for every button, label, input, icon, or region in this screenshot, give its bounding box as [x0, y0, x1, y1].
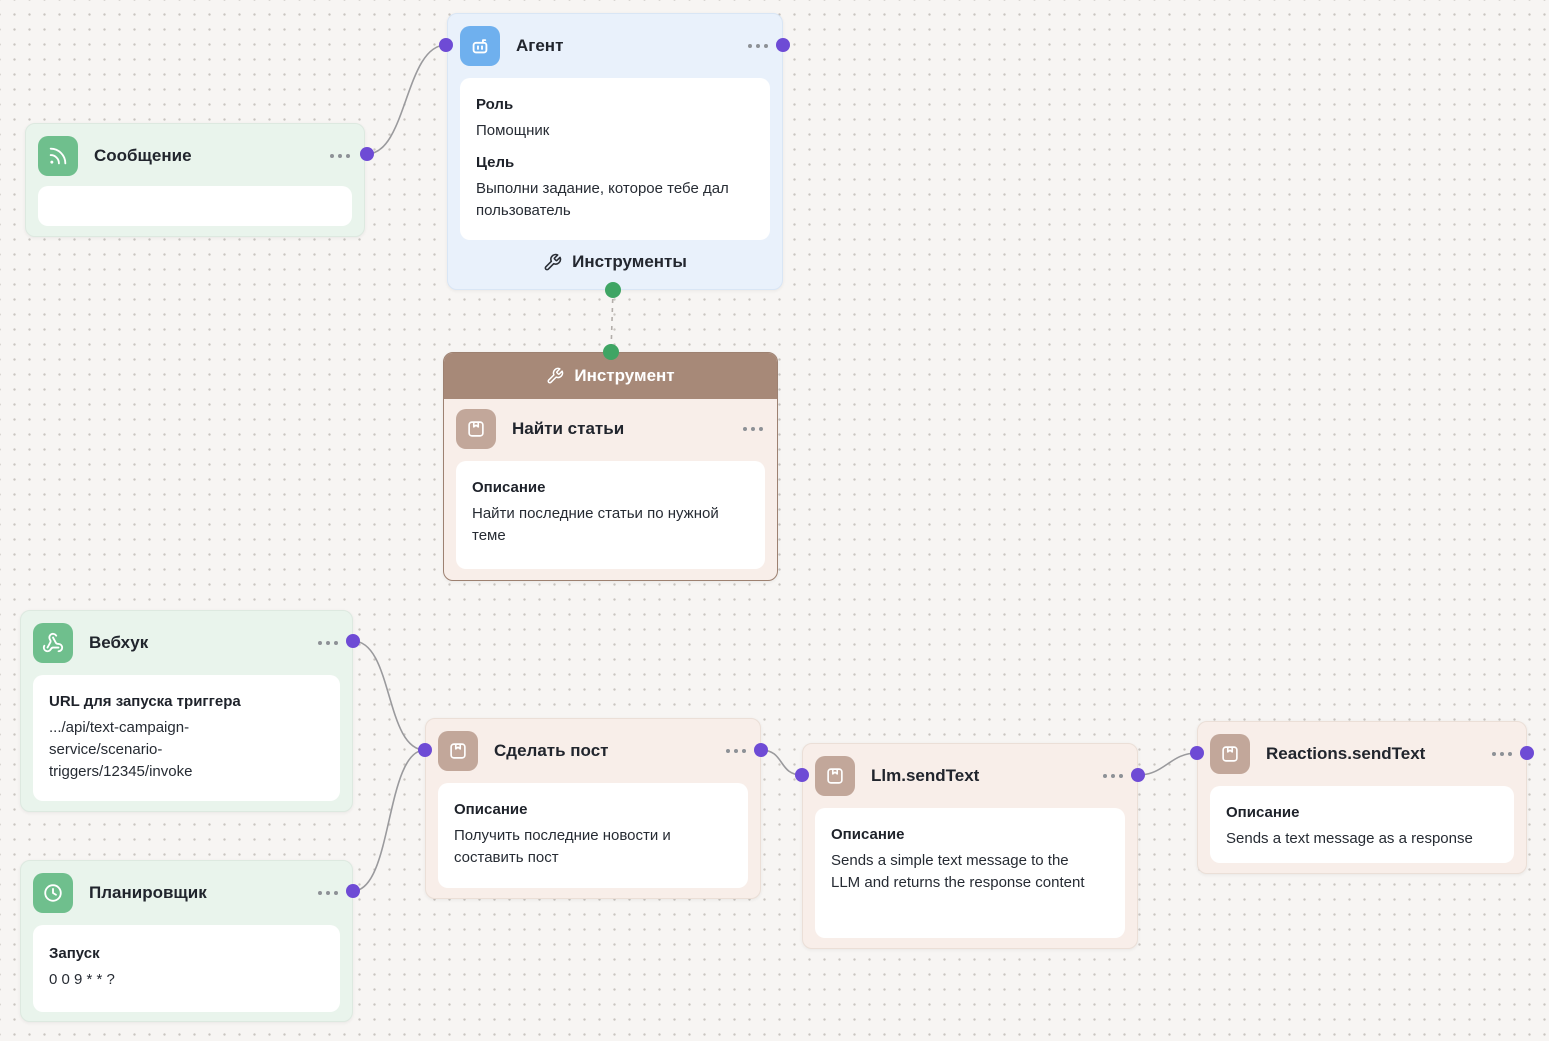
handle-make-post-in[interactable]: [418, 743, 432, 757]
handle-agent-tools-out[interactable]: [605, 282, 621, 298]
handle-llm-in[interactable]: [795, 768, 809, 782]
make-post-desc-value: Получить последние новости и составить п…: [454, 827, 671, 866]
wrench-icon: [546, 367, 564, 385]
reactions-desc-label: Описание: [1226, 804, 1300, 821]
ellipsis-icon[interactable]: [1101, 768, 1125, 784]
bookmark-box-icon: [438, 731, 478, 771]
node-llm-send-text[interactable]: Llm.sendText Описание Sends a simple tex…: [802, 743, 1138, 949]
handle-message-out[interactable]: [360, 147, 374, 161]
handle-llm-out[interactable]: [1131, 768, 1145, 782]
reactions-card: Описание Sends a text message as a respo…: [1210, 786, 1514, 863]
node-make-post[interactable]: Сделать пост Описание Получить последние…: [425, 718, 761, 899]
ellipsis-icon[interactable]: [746, 38, 770, 54]
node-reactions-header: Reactions.sendText: [1210, 734, 1514, 774]
llm-card: Описание Sends a simple text message to …: [815, 808, 1125, 938]
node-scheduler-header: Планировщик: [33, 873, 340, 913]
node-webhook[interactable]: Вебхук URL для запуска триггера .../api/…: [20, 610, 353, 812]
ellipsis-icon[interactable]: [741, 421, 765, 437]
tool-group-title: Инструмент: [574, 366, 675, 385]
tool-item-title: Найти статьи: [512, 419, 625, 438]
webhook-icon: [33, 623, 73, 663]
node-message[interactable]: Сообщение: [25, 123, 365, 237]
rss-icon: [38, 136, 78, 176]
handle-reactions-in[interactable]: [1190, 746, 1204, 760]
tool-group-body: Найти статьи Описание Найти последние ст…: [444, 399, 777, 580]
agent-goal: Цель Выполни задание, которое тебе дал п…: [476, 152, 754, 222]
node-reactions-title: Reactions.sendText: [1266, 744, 1426, 763]
ellipsis-icon[interactable]: [316, 635, 340, 651]
node-scheduler[interactable]: Планировщик Запуск 0 0 9 * * ?: [20, 860, 353, 1022]
llm-desc-value: Sends a simple text message to the LLM a…: [831, 852, 1085, 891]
tool-desc-label: Описание: [472, 479, 546, 496]
node-llm-title: Llm.sendText: [871, 766, 980, 785]
node-reactions-send-text[interactable]: Reactions.sendText Описание Sends a text…: [1197, 721, 1527, 874]
handle-tool-group-in[interactable]: [603, 344, 619, 360]
scheduler-run-value: 0 0 9 * * ?: [49, 971, 115, 988]
agent-goal-value: Выполни задание, которое тебе дал пользо…: [476, 180, 729, 219]
edge-message-agent: [366, 44, 447, 155]
robot-icon: [460, 26, 500, 66]
agent-tools-label: Инструменты: [572, 252, 687, 271]
tool-group-header: Инструмент: [444, 353, 777, 399]
node-webhook-header: Вебхук: [33, 623, 340, 663]
scheduler-run-label: Запуск: [49, 945, 100, 962]
node-llm-header: Llm.sendText: [815, 756, 1125, 796]
bookmark-box-icon: [1210, 734, 1250, 774]
node-webhook-title: Вебхук: [89, 633, 149, 652]
handle-scheduler-out[interactable]: [346, 884, 360, 898]
scheduler-card: Запуск 0 0 9 * * ?: [33, 925, 340, 1012]
make-post-desc-label: Описание: [454, 801, 528, 818]
bookmark-box-icon: [456, 409, 496, 449]
node-message-header: Сообщение: [38, 136, 352, 176]
tool-desc-value: Найти последние статьи по нужной теме: [472, 505, 719, 544]
handle-reactions-out[interactable]: [1520, 746, 1534, 760]
edge-agent-tool: [610, 289, 614, 353]
edge-scheduler-makepost: [352, 749, 426, 892]
ellipsis-icon[interactable]: [328, 148, 352, 164]
ellipsis-icon[interactable]: [316, 885, 340, 901]
node-make-post-header: Сделать пост: [438, 731, 748, 771]
ellipsis-icon[interactable]: [724, 743, 748, 759]
agent-role-value: Помощник: [476, 122, 550, 139]
node-agent-header: Агент: [460, 26, 770, 66]
node-agent[interactable]: Агент Роль Помощник Цель Выполни задание…: [447, 13, 783, 290]
ellipsis-icon[interactable]: [1490, 746, 1514, 762]
agent-role: Роль Помощник: [476, 94, 754, 142]
bookmark-box-icon: [815, 756, 855, 796]
webhook-card: URL для запуска триггера .../api/text-ca…: [33, 675, 340, 801]
tool-item-card: Описание Найти последние статьи по нужно…: [456, 461, 765, 569]
handle-make-post-out[interactable]: [754, 743, 768, 757]
wrench-icon: [543, 253, 562, 272]
node-message-title: Сообщение: [94, 146, 192, 165]
message-input[interactable]: [38, 186, 352, 226]
handle-agent-in[interactable]: [439, 38, 453, 52]
handle-webhook-out[interactable]: [346, 634, 360, 648]
make-post-card: Описание Получить последние новости и со…: [438, 783, 748, 888]
tool-item-header: Найти статьи: [456, 409, 765, 449]
agent-role-label: Роль: [476, 96, 514, 113]
agent-tools-section[interactable]: Инструменты: [460, 252, 770, 272]
handle-agent-out[interactable]: [776, 38, 790, 52]
node-make-post-title: Сделать пост: [494, 741, 609, 760]
edge-llm-reactions: [1137, 752, 1198, 776]
webhook-url-label: URL для запуска триггера: [49, 693, 241, 710]
reactions-desc-value: Sends a text message as a response: [1226, 830, 1473, 847]
webhook-url-value: .../api/text-campaign-service/scenario-t…: [49, 719, 193, 780]
agent-card: Роль Помощник Цель Выполни задание, кото…: [460, 78, 770, 240]
edge-webhook-makepost: [352, 640, 426, 751]
agent-goal-label: Цель: [476, 154, 515, 171]
clock-icon: [33, 873, 73, 913]
node-agent-title: Агент: [516, 36, 564, 55]
node-tool-group[interactable]: Инструмент Найти статьи Описание Найти п…: [443, 352, 778, 581]
llm-desc-label: Описание: [831, 826, 905, 843]
node-scheduler-title: Планировщик: [89, 883, 207, 902]
